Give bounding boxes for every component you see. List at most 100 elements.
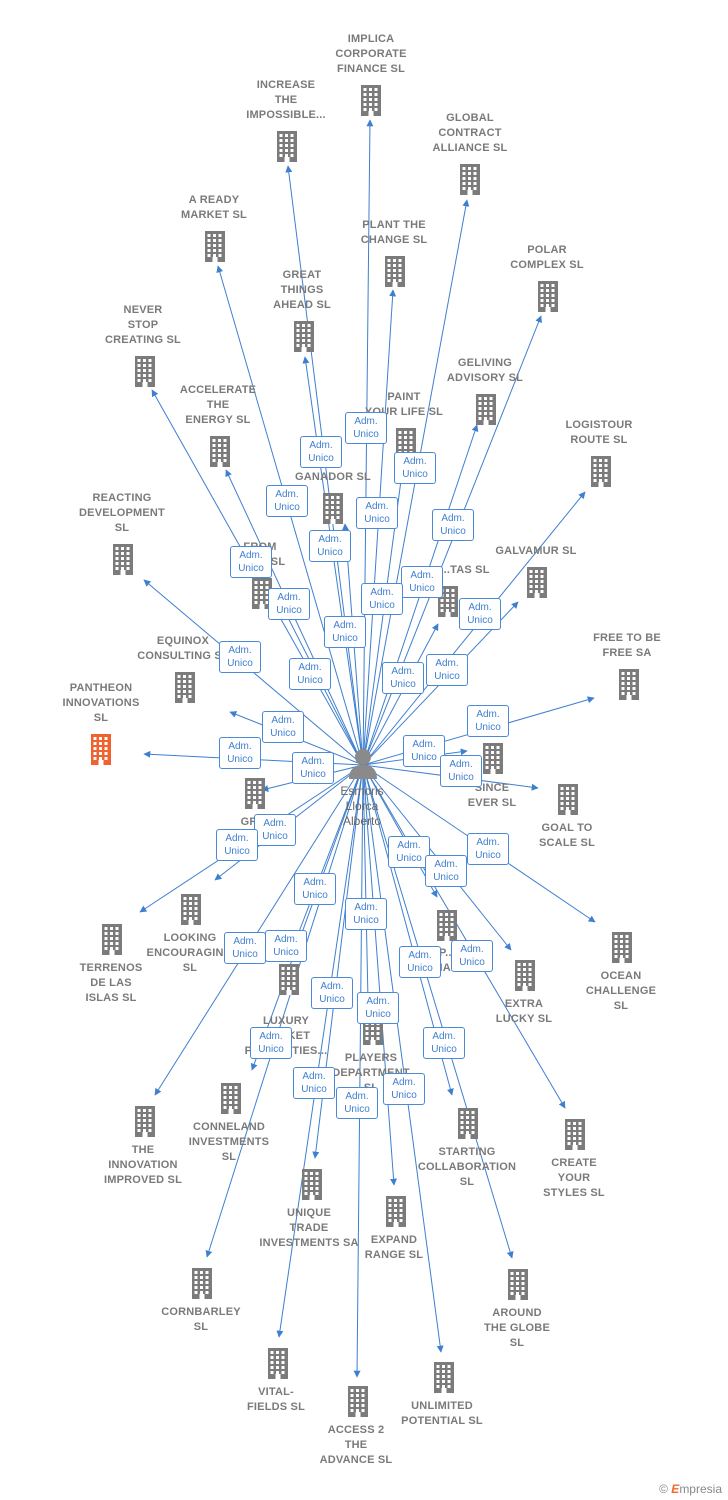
company-label-since[interactable]: SINCE EVER SL	[437, 781, 547, 811]
building-icon[interactable]	[112, 543, 134, 575]
company-label-create[interactable]: CREATE YOUR STYLES SL	[519, 1156, 629, 1201]
company-name: UNLIMITED POTENTIAL SL	[401, 1400, 483, 1427]
relation-badge-vital: Adm. Unico	[293, 1067, 335, 1099]
building-icon[interactable]	[618, 668, 640, 700]
building-icon[interactable]	[611, 931, 633, 963]
company-label-extra[interactable]: EXTRA LUCKY SL	[469, 997, 579, 1027]
company-label-cornbarley[interactable]: CORNBARLEY SL	[146, 1305, 256, 1335]
company-name: VITAL- FIELDS SL	[246, 1386, 306, 1413]
company-label-starting[interactable]: STARTING COLLABORATION SL	[412, 1145, 522, 1190]
company-name: EXTRA LUCKY SL	[495, 998, 553, 1025]
building-icon[interactable]	[134, 1105, 156, 1137]
building-icon[interactable]	[220, 1082, 242, 1114]
company-label-around[interactable]: AROUND THE GLOBE SL	[462, 1306, 572, 1351]
company-label-implica[interactable]: IMPLICA CORPORATE FINANCE SL	[316, 32, 426, 77]
relation-badge-conneland: Adm. Unico	[265, 930, 307, 962]
building-icon[interactable]	[537, 280, 559, 312]
company-label-pantheon[interactable]: PANTHEON INNOVATIONS SL	[46, 681, 156, 726]
edge-innovation	[154, 764, 364, 1096]
company-label-galvamur[interactable]: GALVAMUR SL	[481, 544, 591, 559]
building-icon[interactable]	[526, 566, 548, 598]
company-label-accelerate[interactable]: ACCELERATE THE ENERGY SL	[163, 383, 273, 428]
company-name: REACTING DEVELOPMENT SL	[79, 492, 165, 534]
company-label-global[interactable]: GLOBAL CONTRACT ALLIANCE SL	[415, 111, 525, 156]
company-label-ready[interactable]: A READY MARKET SL	[159, 193, 269, 223]
company-name: SINCE EVER SL	[467, 782, 517, 809]
company-label-looking[interactable]: LOOKING ENCOURAGIN... SL	[135, 931, 245, 976]
building-icon[interactable]	[557, 783, 579, 815]
company-name: GLOBAL CONTRACT ALLIANCE SL	[432, 112, 508, 154]
company-label-unlimited[interactable]: UNLIMITED POTENTIAL SL	[387, 1399, 497, 1429]
company-label-ocean[interactable]: OCEAN CHALLENGE SL	[566, 969, 676, 1014]
company-label-tas[interactable]: ...TAS SL	[410, 563, 520, 578]
building-icon[interactable]	[204, 230, 226, 262]
company-label-geliving[interactable]: GELIVING ADVISORY SL	[430, 356, 540, 386]
relation-badge-equinox: Adm. Unico	[262, 711, 304, 743]
footer-brand: © Empresia	[659, 1482, 722, 1496]
building-icon[interactable]	[433, 1361, 455, 1393]
building-icon[interactable]	[267, 1347, 289, 1379]
relation-badge-tas: Adm. Unico	[382, 662, 424, 694]
relation-badge-pantheon: Adm. Unico	[219, 737, 261, 769]
company-label-conneland[interactable]: CONNELAND INVESTMENTS SL	[174, 1120, 284, 1165]
building-icon[interactable]	[385, 1195, 407, 1227]
building-icon[interactable]	[180, 893, 202, 925]
company-name: AROUND THE GLOBE SL	[484, 1307, 550, 1349]
relation-badge-unlimited: Adm. Unico	[383, 1073, 425, 1105]
company-name: EXPAND RANGE SL	[364, 1234, 424, 1261]
building-icon[interactable]	[322, 492, 344, 524]
building-icon[interactable]	[209, 435, 231, 467]
building-icon[interactable]	[475, 393, 497, 425]
building-icon[interactable]	[276, 130, 298, 162]
company-label-goal[interactable]: GOAL TO SCALE SL	[512, 821, 622, 851]
copyright-icon: ©	[659, 1482, 668, 1496]
building-icon[interactable]	[251, 577, 273, 609]
company-name: PLANT THE CHANGE SL	[360, 219, 428, 246]
building-icon[interactable]	[174, 671, 196, 703]
building-icon[interactable]	[457, 1107, 479, 1139]
building-icon[interactable]	[459, 163, 481, 195]
company-label-expand[interactable]: EXPAND RANGE SL	[339, 1233, 449, 1263]
building-icon[interactable]	[244, 777, 266, 809]
relation-badge-freetobe: Adm. Unico	[467, 705, 509, 737]
company-label-polar[interactable]: POLAR COMPLEX SL	[492, 243, 602, 273]
relation-badge-paint: Adm. Unico	[361, 583, 403, 615]
company-name: LOGISTOUR ROUTE SL	[565, 419, 633, 446]
company-label-vital[interactable]: VITAL- FIELDS SL	[221, 1385, 331, 1415]
company-label-innovation[interactable]: THE INNOVATION IMPROVED SL	[88, 1143, 198, 1188]
building-icon[interactable]	[482, 742, 504, 774]
company-label-terrenos[interactable]: TERRENOS DE LAS ISLAS SL	[56, 961, 166, 1006]
building-icon[interactable]	[590, 455, 612, 487]
building-icon[interactable]	[191, 1267, 213, 1299]
building-icon[interactable]	[301, 1168, 323, 1200]
company-name: STARTING COLLABORATION SL	[417, 1146, 517, 1188]
company-label-access[interactable]: ACCESS 2 THE ADVANCE SL	[301, 1423, 411, 1468]
company-label-increase[interactable]: INCREASE THE IMPOSSIBLE...	[231, 78, 341, 123]
person-name[interactable]: Esmoris Llorca Alberto	[340, 784, 384, 828]
company-label-great[interactable]: GREAT THINGS AHEAD SL	[247, 268, 357, 313]
building-icon[interactable]	[514, 959, 536, 991]
company-label-reacting[interactable]: REACTING DEVELOPMENT SL	[67, 491, 177, 536]
building-icon[interactable]	[360, 84, 382, 116]
building-icon[interactable]	[134, 355, 156, 387]
building-icon[interactable]	[90, 733, 112, 765]
edge-unlimited	[362, 764, 444, 1353]
building-icon[interactable]	[564, 1118, 586, 1150]
building-icon[interactable]	[293, 320, 315, 352]
relation-badge-tuganador: Adm. Unico	[324, 616, 366, 648]
company-name: PANTHEON INNOVATIONS SL	[62, 682, 140, 724]
building-icon[interactable]	[436, 909, 458, 941]
company-label-freetobe[interactable]: FREE TO BE FREE SA	[572, 631, 682, 661]
company-name: ACCELERATE THE ENERGY SL	[179, 384, 257, 426]
building-icon[interactable]	[384, 255, 406, 287]
building-icon[interactable]	[278, 963, 300, 995]
company-label-logistour[interactable]: LOGISTOUR ROUTE SL	[544, 418, 654, 448]
relation-badge-around: Adm. Unico	[423, 1027, 465, 1059]
building-icon[interactable]	[347, 1385, 369, 1417]
company-label-never[interactable]: NEVER STOP CREATING SL	[88, 303, 198, 348]
building-icon[interactable]	[507, 1268, 529, 1300]
company-label-unique[interactable]: UNIQUE TRADE INVESTMENTS SA	[254, 1206, 364, 1251]
company-label-plant[interactable]: PLANT THE CHANGE SL	[339, 218, 449, 248]
building-icon[interactable]	[101, 923, 123, 955]
relation-badge-gr: Adm. Unico	[292, 752, 334, 784]
